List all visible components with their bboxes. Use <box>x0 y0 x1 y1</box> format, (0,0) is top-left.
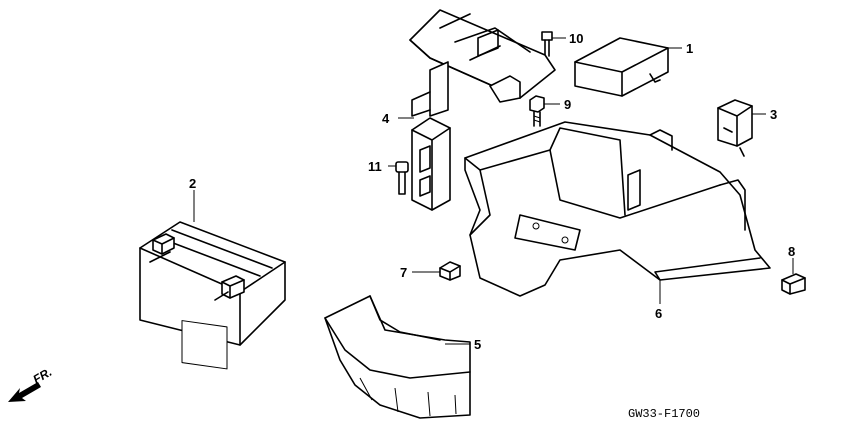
upper-bracket <box>409 9 556 117</box>
part-5-guard <box>324 295 471 419</box>
callout-8: 8 <box>788 244 795 259</box>
leader-lines <box>193 37 794 345</box>
direction-label: FR. <box>31 365 55 387</box>
callout-9: 9 <box>564 97 571 112</box>
part-3-relay <box>717 99 753 157</box>
part-4-bracket <box>411 117 451 211</box>
callout-5: 5 <box>474 337 481 352</box>
front-direction-arrow: FR. <box>8 365 54 402</box>
callout-6: 6 <box>655 306 662 321</box>
part-11-bolt <box>395 161 409 195</box>
callout-4: 4 <box>382 111 390 126</box>
callout-10: 10 <box>569 31 583 46</box>
arrow-icon <box>8 382 41 402</box>
part-8-clip <box>781 273 806 295</box>
part-1-box <box>574 37 669 97</box>
callout-11: 11 <box>368 159 382 174</box>
diagram-code: GW33-F1700 <box>628 407 700 421</box>
callout-2: 2 <box>189 176 196 191</box>
part-10-bolt <box>541 31 553 57</box>
callout-7: 7 <box>400 265 407 280</box>
battery <box>139 221 286 370</box>
callout-3: 3 <box>770 107 777 122</box>
part-9-bolt <box>529 95 545 127</box>
part-6-tray <box>464 121 771 297</box>
part-7-nut <box>439 261 461 281</box>
callout-1: 1 <box>686 41 693 56</box>
